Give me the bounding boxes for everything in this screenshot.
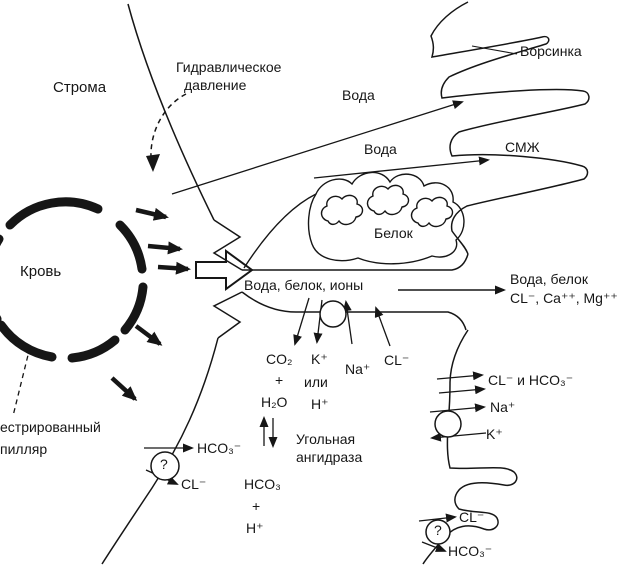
basolateral-antiporter-circle [319,300,347,328]
hydraulic-pressure-arrow [146,93,187,172]
bulk-flow-arrow [134,324,163,346]
capillary-segment [120,282,148,335]
villus-pointer-line [471,45,518,55]
tight-junction-zigzag-lower [212,291,243,339]
na-mid-label: Na⁺ [345,361,371,377]
basal-membrane-lower-left [101,337,219,565]
enzyme-label-line1: Угольная [296,431,356,447]
bulk-flow-arrows [110,207,191,402]
basolateral-membrane-line [241,291,467,331]
water-mid-label: Вода [364,141,397,157]
plus-label-a: + [275,372,284,388]
cl-mid-label: CL⁻ [384,352,410,368]
outflow-label-line1: Вода, белок [510,271,588,287]
cleft-flow-label: Вода, белок, ионы [244,277,364,293]
left-unknown-transporter-circle [150,451,180,481]
enzyme-label-line2: ангидраза [296,449,363,465]
equilibrium-arrows [259,416,278,448]
tight-junction-zigzag-upper [212,219,243,271]
capillary-ring [0,197,148,363]
cl-hco3-out-arrow2 [438,385,486,395]
na-k-pump-circle [434,410,462,438]
apical-membrane-villi [430,1,590,255]
hydraulic-pressure-label-line2: давление [184,77,247,93]
cleft-top-line [242,253,469,271]
hco3-right-arrow [421,541,447,552]
water-arrow-upper [171,100,464,195]
water-upper-label: Вода [342,87,375,103]
h-bottom-label: H⁺ [246,520,264,536]
na-right-label: Na⁺ [490,399,516,415]
cl-right-label: CL⁻ [459,509,485,525]
left-transporter-question: ? [160,456,168,472]
protein-blob [366,184,410,216]
water-arrow-lower [313,156,490,179]
hco3-left-label: HCO₃⁻ [197,440,242,456]
capillary-caption-pointer [12,346,31,417]
k-pump-arrow [430,432,487,442]
capillary-segment [115,220,147,274]
apical-invagination-line [243,193,317,269]
stroma-boundary-line [127,3,215,221]
bulk-flow-arrow [157,261,191,275]
co2-label: CO₂ [266,351,293,367]
cl-hco3-right-label: CL⁻ и HCO₃⁻ [488,372,574,388]
protein-blob [410,196,454,228]
outflow-label-line2: CL⁻, Ca⁺⁺, Mg⁺⁺ [510,290,618,306]
bulk-flow-arrow [135,207,169,221]
right-unknown-transporter-circle [425,519,451,545]
cl-left-label: CL⁻ [181,476,207,492]
plus-label-b: + [252,498,261,514]
stroma-label: Строма [53,79,107,96]
capillary-segment [67,335,120,363]
right-transporter-question: ? [434,522,442,538]
hydraulic-pressure-label-line1: Гидравлическое [176,59,282,75]
k-mid-label: K⁺ [311,351,328,367]
capillary-caption-line1: естрированный [0,419,101,435]
protein-vesicle-outline [307,171,465,265]
blood-label: Кровь [20,263,62,280]
capillary-segment [5,197,103,230]
na-arrow [342,300,353,345]
protein-blobs [320,184,454,228]
protein-blob [320,194,364,226]
k-right-label: K⁺ [486,426,503,442]
co2-arrow [293,297,310,346]
na-pump-arrow [429,403,486,413]
hco3-right-label: HCO₃⁻ [448,543,493,559]
cl-right-arrow [418,513,457,523]
csf-label: СМЖ [505,139,540,155]
basolateral-ion-arrows [293,297,391,347]
cl-arrow [374,306,391,347]
capillary-caption-line2: пилляр [0,441,48,457]
villus-label: Ворсинка [520,43,582,59]
hco3-mid-label: HCO₃ [244,476,281,492]
apical-ion-arrows [418,371,487,552]
h-mid-label: H⁺ [311,396,329,412]
h2o-label: H₂O [261,394,288,410]
or-label: или [304,374,328,390]
cl-hco3-out-arrow [436,371,484,381]
bulk-flow-arrow [147,241,183,255]
protein-label: Белок [374,225,413,241]
capillary-segment [0,320,57,362]
bulk-flow-arrow [110,376,138,402]
